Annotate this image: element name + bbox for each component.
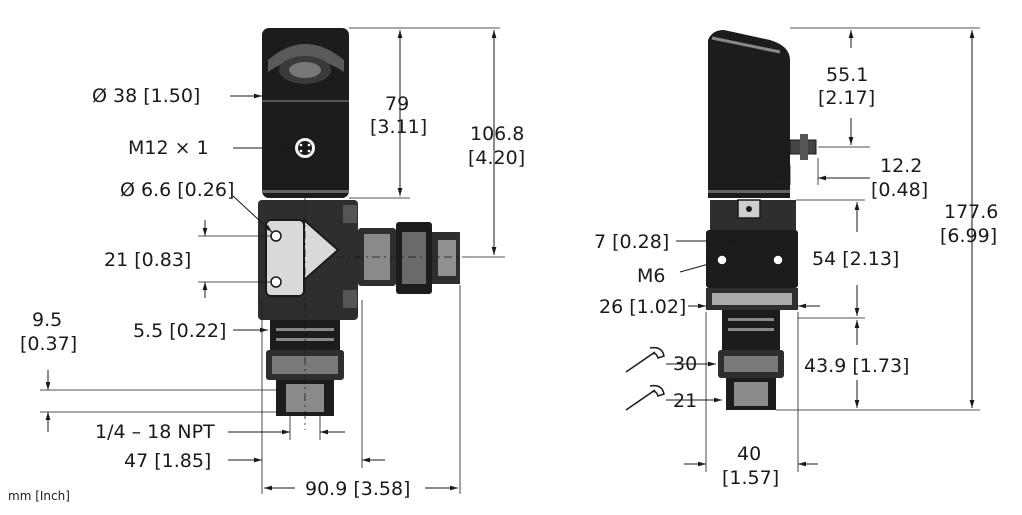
- wrench-icon: [625, 346, 665, 373]
- dim-depth: 47 [1.85]: [124, 450, 211, 472]
- side-view: 55.1 [2.17] 12.2 [0.48] 177.6 [6.99] 7 […: [594, 27, 998, 489]
- valve-block-front: [258, 200, 358, 320]
- dim-overall-width: 90.9 [3.58]: [305, 478, 410, 500]
- dim-wrench-large: 30: [673, 353, 697, 375]
- dim-thread-length-in: [0.37]: [20, 333, 77, 355]
- dim-housing-diameter: Ø 38 [1.50]: [92, 85, 200, 107]
- front-view: Ø 38 [1.50] M12 × 1 Ø 6.6 [0.26] 21 [0.8…: [20, 27, 525, 500]
- m12-connector-side-icon: [789, 134, 817, 160]
- dim-block-depth: 26 [1.02]: [599, 296, 686, 318]
- bottom-stem-side: [718, 310, 784, 410]
- m12-connector-icon: [293, 136, 317, 160]
- dim-screw-thread: M6: [637, 265, 665, 287]
- dim-block-height: 54 [2.13]: [812, 248, 899, 270]
- dim-head-height-mm: 79: [385, 93, 409, 115]
- units-note: mm [Inch]: [8, 489, 70, 503]
- dim-side-head-height-mm: 55.1: [826, 64, 868, 86]
- dim-upper-height-in: [4.20]: [468, 147, 525, 169]
- dim-connector-thread: M12 × 1: [128, 137, 209, 159]
- dim-head-height-in: [3.11]: [370, 116, 427, 138]
- dim-connector-offset-mm: 12.2: [880, 155, 922, 177]
- dim-base-width-mm: 40: [737, 443, 761, 465]
- dim-process-thread: 1/4 – 18 NPT: [95, 421, 215, 443]
- dim-wrench-small: 21: [673, 390, 697, 412]
- dim-overall-height-in: [6.99]: [940, 225, 997, 247]
- dim-connector-offset-in: [0.48]: [871, 179, 928, 201]
- sensor-head-front: [262, 28, 349, 198]
- dim-screw-offset: 7 [0.28]: [594, 231, 669, 253]
- dim-hole-diameter: Ø 6.6 [0.26]: [120, 179, 234, 201]
- wrench-icon-small: [625, 384, 665, 411]
- valve-block-side: [706, 199, 798, 310]
- dim-thread-length-mm: 9.5: [32, 309, 62, 331]
- dim-side-head-height-in: [2.17]: [818, 87, 875, 109]
- dim-upper-height-mm: 106.8: [470, 123, 524, 145]
- dim-hole-spacing: 21 [0.83]: [104, 249, 191, 271]
- dim-flat-height: 5.5 [0.22]: [133, 320, 226, 342]
- dim-overall-height-mm: 177.6: [944, 201, 998, 223]
- sensor-head-side: [708, 30, 790, 198]
- dim-bottom-height: 43.9 [1.73]: [804, 355, 909, 377]
- dim-base-width-in: [1.57]: [722, 467, 779, 489]
- side-port-fitting: [358, 222, 460, 294]
